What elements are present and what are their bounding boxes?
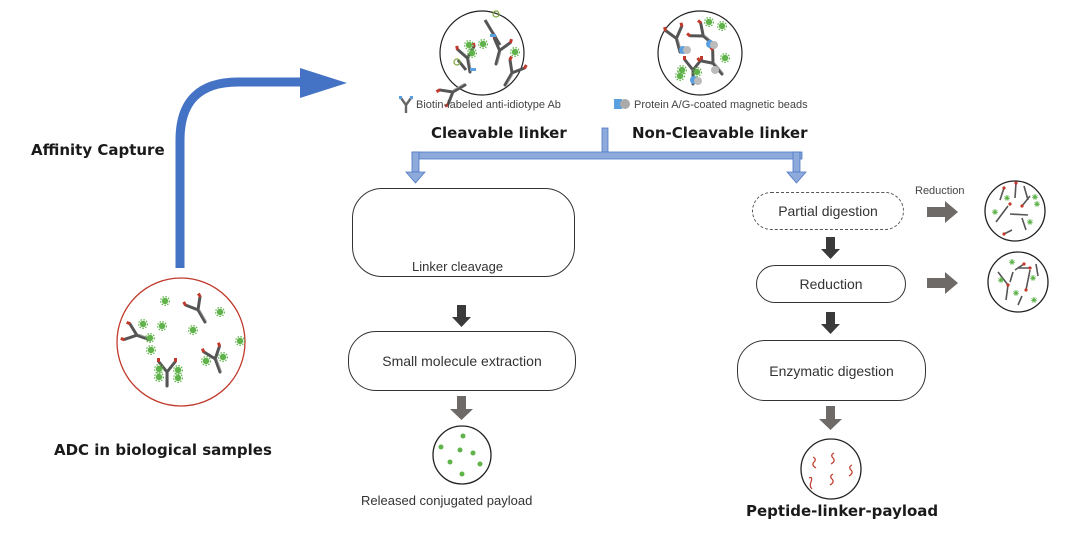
peptide-linker-payload-circle (800, 438, 862, 500)
noncleavable-capture-circle (657, 10, 743, 96)
antibody-legend-label: Biotin-labeled anti-idiotype Ab (416, 99, 561, 111)
down-arrow-to-payload (450, 396, 473, 420)
antibody-legend-icon (399, 96, 413, 113)
adc-sample-label: ADC in biological samples (54, 441, 272, 459)
branch-connector (405, 127, 807, 184)
enzymatic-digestion-label: Enzymatic digestion (769, 362, 894, 379)
down-arrow-to-extraction (452, 305, 471, 327)
cleavable-capture-circle (434, 10, 530, 110)
adc-sample-circle (116, 277, 246, 407)
small-molecule-extraction-box: Small molecule extraction (348, 331, 576, 391)
down-arrow-to-peptide (819, 406, 842, 430)
side-arrow-reduction-2 (927, 272, 958, 294)
side-arrow-reduction-1 (927, 201, 958, 223)
reduction-box: Reduction (756, 265, 906, 303)
magnetic-bead-legend-icon (614, 99, 630, 109)
affinity-capture-arrow (175, 77, 302, 268)
released-payload-label: Released conjugated payload (361, 493, 533, 508)
partial-digestion-box: Partial digestion (752, 192, 904, 230)
released-payload-circle (432, 425, 492, 485)
partial-digestion-fragments-circle (984, 180, 1046, 242)
cleavable-linker-heading: Cleavable linker (431, 124, 567, 142)
down-arrow-to-reduction (821, 237, 840, 259)
small-molecule-extraction-label: Small molecule extraction (382, 353, 542, 369)
reduction-label: Reduction (799, 276, 863, 292)
partial-digestion-label: Partial digestion (778, 203, 878, 219)
reduction-fragments-circle (987, 251, 1049, 313)
magnetic-bead-legend-label: Protein A/G-coated magnetic beads (634, 99, 808, 111)
down-arrow-to-enzymatic (821, 312, 840, 334)
linker-cleavage-label: Linker cleavage (412, 259, 504, 274)
noncleavable-linker-heading: Non-Cleavable linker (632, 124, 808, 142)
linker-cleavage-box (352, 188, 575, 277)
affinity-capture-arrowhead (300, 68, 347, 98)
side-reduction-label: Reduction (915, 185, 965, 197)
enzymatic-digestion-box: Enzymatic digestion (737, 340, 926, 401)
peptide-linker-payload-label: Peptide-linker-payload (746, 502, 939, 520)
affinity-capture-label: Affinity Capture (31, 141, 165, 159)
